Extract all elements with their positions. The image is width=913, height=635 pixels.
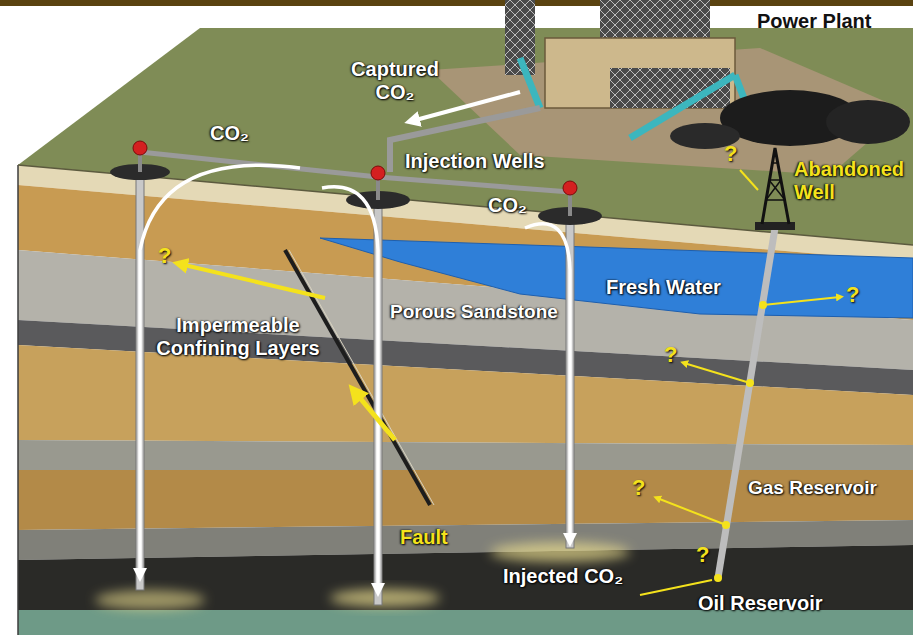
label-slot: CO₂ — [488, 194, 527, 217]
label-slot: Power Plant — [757, 10, 871, 33]
block-edge — [18, 165, 913, 245]
label-slot: Abandoned Well — [794, 158, 906, 204]
label-slot: ? — [696, 543, 709, 566]
conveyor — [520, 58, 540, 108]
question-mark: ? — [724, 142, 737, 165]
fault-line — [285, 250, 430, 505]
injection-arrow — [322, 187, 378, 590]
flow-arrow — [412, 92, 520, 121]
well-label: Injection Wells — [405, 150, 545, 173]
valve — [563, 181, 577, 195]
leak-arrow — [355, 392, 395, 440]
header-strip — [0, 0, 913, 6]
derrick — [762, 148, 789, 224]
co2-label: Captured CO₂ — [345, 58, 445, 104]
coal-pile — [826, 100, 910, 144]
valve — [133, 141, 147, 155]
co2-pipeline — [378, 177, 570, 192]
leak-point — [746, 379, 754, 387]
leak-point — [722, 521, 730, 529]
question-mark: ? — [664, 343, 677, 366]
abandoned-well-pipe — [718, 228, 775, 578]
well-label: Abandoned Well — [794, 158, 906, 204]
label-slot: Injected CO₂ — [503, 565, 623, 588]
leak-point — [714, 574, 722, 582]
valve — [371, 166, 385, 180]
derrick-bracing — [766, 163, 785, 200]
question-mark: ? — [846, 283, 859, 306]
leak-point — [759, 301, 767, 309]
injection-arrow — [525, 224, 570, 540]
leak-leader — [763, 297, 840, 305]
label-slot: Impermeable Confining Layers — [148, 314, 328, 360]
co2-plume — [490, 542, 630, 562]
label-slot: Porous Sandstone — [390, 300, 558, 323]
plant-label: Power Plant — [757, 10, 871, 33]
plant-frame — [600, 0, 710, 40]
gas-reservoir-layer — [18, 470, 913, 530]
reservoir-label: Oil Reservoir — [698, 592, 823, 615]
label-slot: CO₂ — [210, 122, 249, 145]
reservoir-label: Gas Reservoir — [748, 476, 877, 499]
co2-label: Injected CO₂ — [503, 565, 623, 588]
label-slot: ? — [158, 244, 171, 267]
block-edge — [17, 165, 19, 635]
co2-plume — [330, 589, 440, 607]
question-mark: ? — [632, 476, 645, 499]
co2-label: CO₂ — [488, 194, 527, 217]
plant-building — [545, 38, 735, 108]
question-mark: ? — [158, 244, 171, 267]
leak-leader — [740, 170, 758, 190]
label-slot: ? — [846, 283, 859, 306]
label-slot: Fault — [400, 526, 448, 549]
label-slot: ? — [664, 343, 677, 366]
label-slot: Captured CO₂ — [345, 58, 445, 104]
label-slot: ? — [724, 142, 737, 165]
layer-label: Porous Sandstone — [390, 300, 558, 323]
leak-leader — [684, 363, 750, 383]
co2-label: CO₂ — [210, 122, 249, 145]
label-slot: Oil Reservoir — [698, 592, 823, 615]
injection-arrow — [140, 165, 300, 575]
leak-leader — [657, 498, 726, 525]
label-slot: Gas Reservoir — [748, 476, 877, 499]
sandstone-layer — [18, 345, 913, 445]
label-slot: ? — [632, 476, 645, 499]
confining-layer — [18, 440, 913, 470]
label-slot: Injection Wells — [405, 150, 545, 173]
label-slot: Fresh Water — [606, 276, 721, 299]
aquifer-label: Fresh Water — [606, 276, 721, 299]
leak-arrow — [180, 264, 325, 298]
question-mark: ? — [696, 543, 709, 566]
fault-edge — [289, 250, 434, 505]
co2-plume — [95, 590, 205, 610]
layer-label: Impermeable Confining Layers — [148, 314, 328, 360]
fault-label: Fault — [400, 526, 448, 549]
